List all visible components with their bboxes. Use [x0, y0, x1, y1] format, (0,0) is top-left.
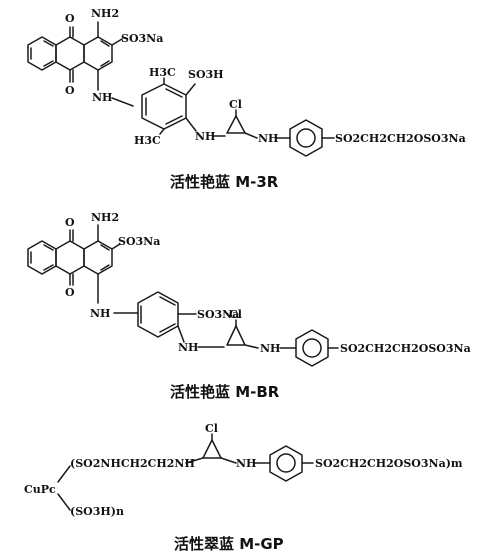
label-o: O: [65, 286, 75, 299]
label-h3c: H3C: [149, 66, 176, 79]
label-cl: Cl: [229, 98, 242, 111]
double-bond: [43, 60, 54, 67]
label-so3h: (SO3H)n: [70, 505, 124, 518]
phenyl-ring: [295, 329, 329, 367]
cupc-bond-upper: [57, 465, 71, 483]
nh-link-bond: [111, 97, 134, 107]
label-so3na-ring: SO3Na: [197, 308, 239, 321]
label-h3c: H3C: [134, 134, 161, 147]
structure-m3r: O NH2 SO3Na O NH H3C SO3H Cl H3C NH NH S…: [27, 7, 466, 157]
so3na-bond: [111, 38, 123, 46]
triazine-symbol: [202, 439, 222, 459]
quinone-ring: [55, 36, 85, 71]
label-cupc: CuPc: [24, 483, 56, 496]
substituted-ring: [83, 36, 113, 71]
label-o: O: [65, 216, 75, 229]
nh-bond: [177, 325, 185, 343]
nh-bond: [185, 117, 197, 132]
triazine-symbol: [226, 115, 246, 134]
so3h-bond: [185, 83, 196, 96]
double-bond: [100, 60, 110, 67]
methyl-bond: [159, 128, 165, 135]
aromatic-circle: [296, 128, 316, 148]
caption-m3r: 活性艳蓝 M-3R: [170, 173, 279, 191]
double-bond: [100, 40, 110, 47]
label-nh2: NH2: [91, 7, 119, 20]
aromatic-circle: [302, 338, 322, 358]
label-o: O: [65, 12, 75, 25]
nh-bond: [220, 457, 237, 464]
label-nh: NH: [260, 342, 280, 355]
label-chain: (SO2NHCH2CH2NH: [70, 457, 195, 470]
benzene-ring: [27, 36, 57, 71]
substituted-ring: [83, 240, 113, 275]
label-cl: Cl: [229, 308, 242, 321]
label-o: O: [65, 84, 75, 97]
caption-mbr: 活性艳蓝 M-BR: [170, 383, 280, 401]
label-tail: SO2CH2CH2OSO3Na: [335, 132, 466, 145]
nh-bond: [244, 132, 258, 139]
double-bond: [43, 40, 54, 47]
so3na-bond: [111, 243, 121, 250]
label-tail: SO2CH2CH2OSO3Na)m: [315, 457, 463, 470]
label-so3h: SO3H: [188, 68, 224, 81]
nh-bond: [244, 344, 259, 349]
structure-mbr: O NH2 SO3Na O NH SO3Na Cl NH NH SO2CH2CH…: [27, 211, 471, 367]
label-so3na: SO3Na: [118, 235, 160, 248]
double-bond: [100, 264, 110, 271]
sulfophenyl-ring: [137, 291, 179, 338]
label-cl: Cl: [205, 422, 218, 435]
double-bond: [43, 244, 54, 251]
double-bond: [43, 264, 54, 271]
phenyl-ring: [269, 445, 303, 482]
double-bond: [100, 244, 110, 251]
xylene-ring: [141, 83, 187, 130]
phenyl-ring: [289, 119, 323, 157]
label-nh: NH: [178, 341, 198, 354]
double-bond: [159, 323, 176, 333]
label-nh2: NH2: [91, 211, 119, 224]
label-tail: SO2CH2CH2OSO3Na: [340, 342, 471, 355]
label-nh: NH: [258, 132, 278, 145]
aromatic-circle: [276, 453, 296, 473]
caption-mgp: 活性翠蓝 M-GP: [174, 535, 284, 553]
label-nh: NH: [195, 130, 215, 143]
triazine-symbol: [226, 325, 246, 346]
benzene-ring: [27, 240, 57, 275]
label-nh: NH: [92, 91, 112, 104]
label-nh: NH: [236, 457, 256, 470]
double-bond: [165, 115, 183, 125]
structure-mgp: CuPc (SO2NHCH2CH2NH Cl NH SO2CH2CH2OSO3N…: [24, 422, 463, 518]
chain-bond: [185, 457, 204, 464]
label-so3na: SO3Na: [121, 32, 163, 45]
double-bond: [165, 88, 183, 98]
cupc-bond-lower: [57, 493, 71, 511]
quinone-ring: [55, 240, 85, 275]
double-bond: [159, 296, 176, 306]
label-nh: NH: [90, 307, 110, 320]
